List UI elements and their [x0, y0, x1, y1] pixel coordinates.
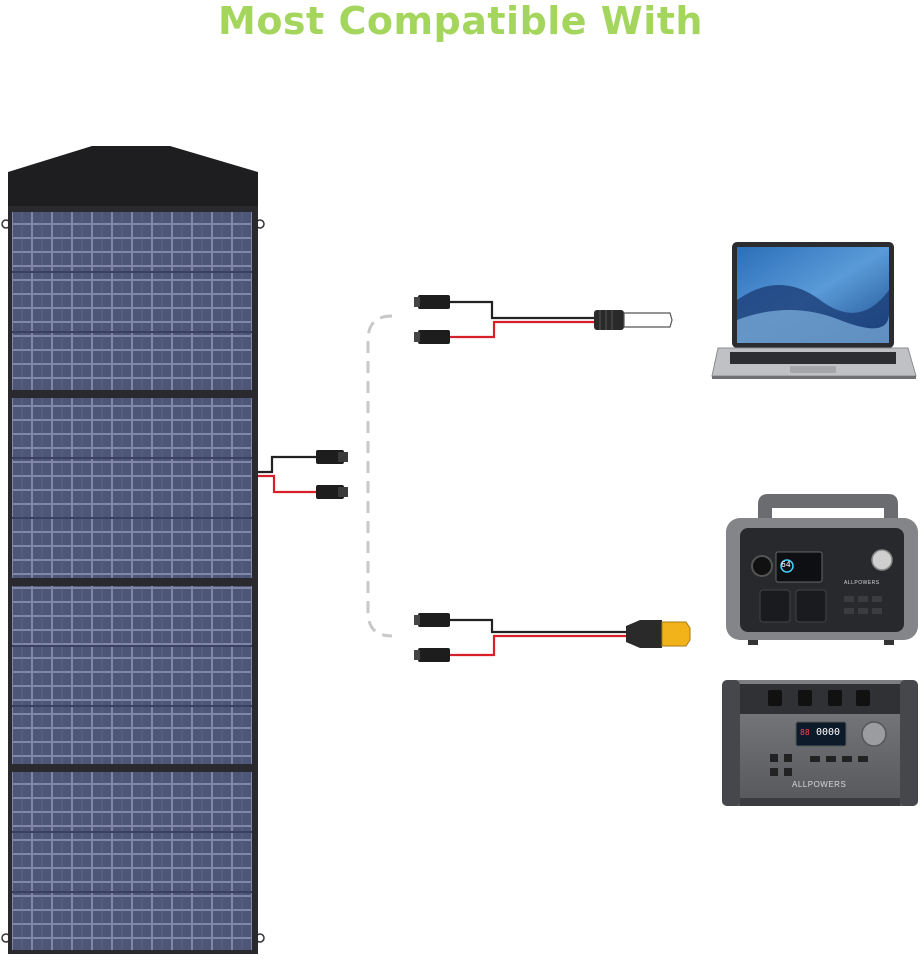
page-title: Most Compatible With [218, 0, 703, 43]
solar-panel-segment [12, 586, 252, 764]
solar-panel [1, 146, 265, 954]
solar-panel-segment [12, 398, 252, 578]
dc-cable-icon [414, 295, 673, 344]
solar-panel-segment [12, 212, 252, 390]
dashed-link-line [366, 314, 393, 638]
power-station-s2000-icon [722, 680, 918, 806]
r600-screen-value: 64 [781, 560, 791, 569]
s2000-screen-value: 88 [800, 728, 810, 737]
s2000-screen-readout: 0000 [816, 727, 841, 738]
s2000-brand-label: ALLPOWERS [792, 780, 847, 789]
mc4-connector-icon [258, 450, 348, 499]
solar-panel-segment [12, 772, 252, 950]
power-station-r600-icon [726, 494, 918, 645]
laptop-icon [711, 242, 917, 379]
r600-brand-label: ALLPOWERS [844, 580, 880, 586]
xt60-cable-icon [414, 613, 691, 662]
